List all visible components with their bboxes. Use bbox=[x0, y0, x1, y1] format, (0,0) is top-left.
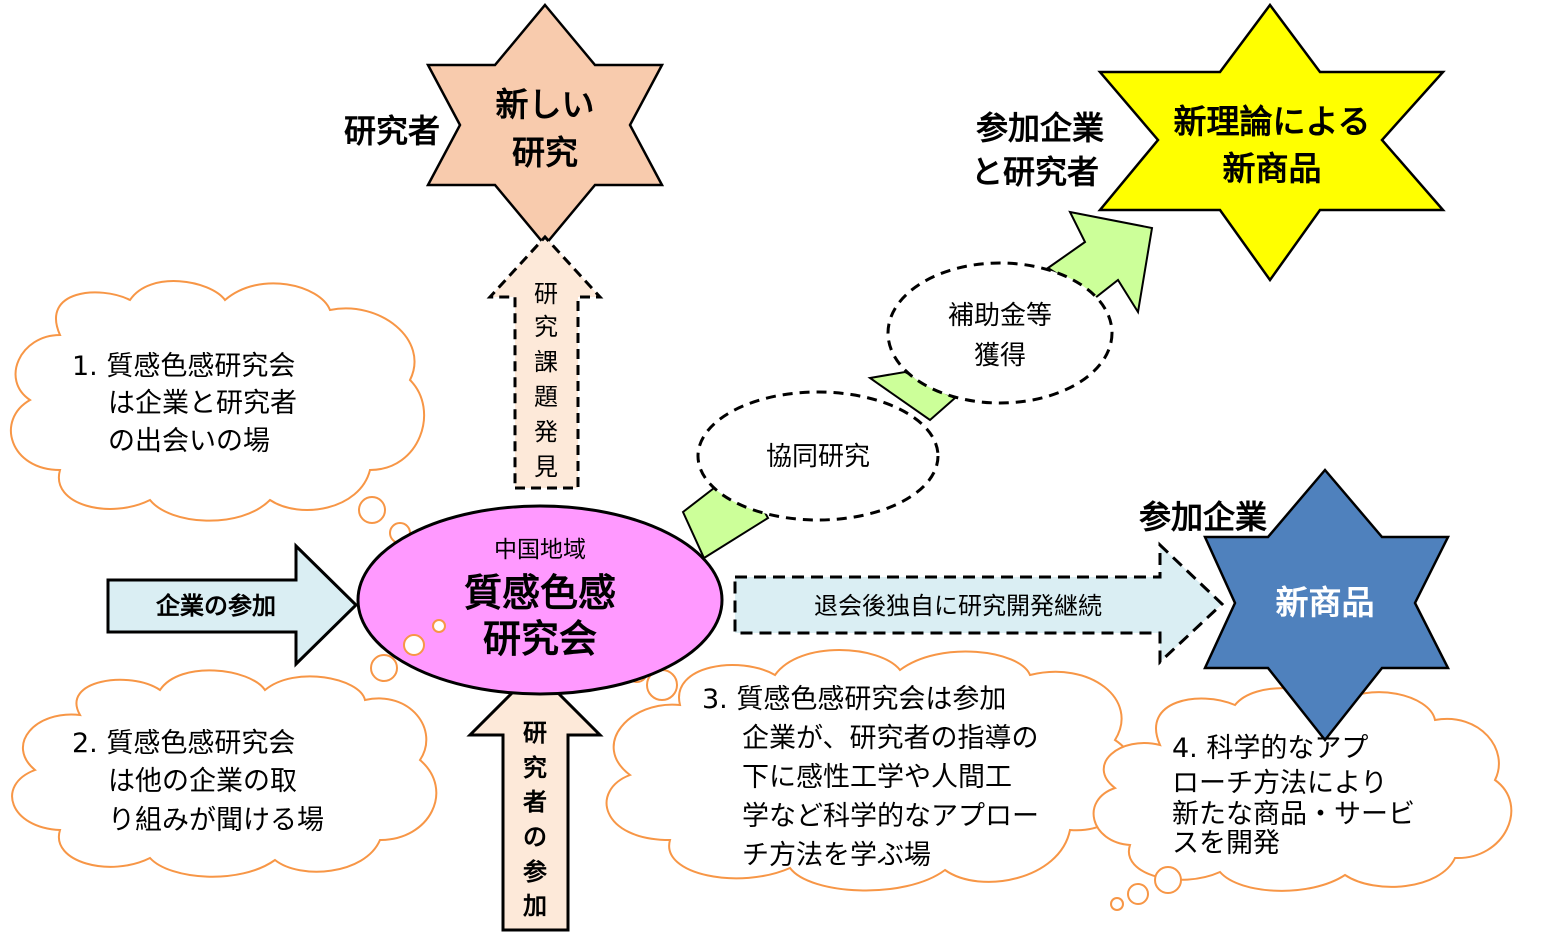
research-topic-char: 発 bbox=[534, 418, 558, 446]
researcher-label: 研究者 bbox=[344, 112, 440, 150]
researcher-join-arrow bbox=[466, 667, 604, 932]
cloud-2-line: り組みが聞ける場 bbox=[108, 805, 324, 836]
researcher-join-text: 研 究 者 の 参 加 bbox=[523, 719, 547, 920]
cloud-4-line: 新たな商品・サービ bbox=[1172, 799, 1415, 830]
researcher-join-char: 者 bbox=[523, 788, 547, 816]
research-topic-char: 課 bbox=[534, 348, 558, 376]
oval-collab-label: 協同研究 bbox=[766, 442, 870, 472]
researcher-join-char: の bbox=[523, 823, 547, 851]
star-new-research-line1: 新しい bbox=[496, 85, 595, 124]
cloud-3-line: チ方法を学ぶ場 bbox=[742, 840, 931, 871]
center-title-line2: 研究会 bbox=[483, 617, 597, 661]
cloud-4 bbox=[1092, 687, 1513, 911]
cloud-3-line: 3. 質感色感研究会は参加 bbox=[702, 684, 1006, 715]
star-new-theory-line2: 新商品 bbox=[1223, 149, 1322, 188]
researcher-join-char: 究 bbox=[523, 754, 547, 782]
company-label: 参加企業 bbox=[1139, 498, 1267, 536]
cloud-4-line: ローチ方法により bbox=[1172, 768, 1387, 799]
independent-arrow bbox=[733, 541, 1225, 666]
star-new-research: 新しい 研究 bbox=[425, 3, 665, 247]
cloud-1-line: の出会いの場 bbox=[108, 426, 270, 457]
cloud-1-line: は企業と研究者 bbox=[108, 388, 297, 419]
cloud-4-line: スを開発 bbox=[1172, 828, 1280, 859]
cloud-2-line: 2. 質感色感研究会 bbox=[72, 728, 295, 759]
bubble bbox=[403, 634, 425, 656]
research-topic-char: 究 bbox=[534, 313, 558, 341]
star-new-research-line2: 研究 bbox=[512, 133, 578, 172]
company-researcher-label-1: 参加企業 bbox=[976, 109, 1104, 147]
cloud-2-text: 2. 質感色感研究会 は他の企業の取 り組みが聞ける場 bbox=[72, 728, 324, 836]
cloud-3-line: 学など科学的なアプロー bbox=[742, 801, 1039, 832]
oval-subsidy-line1: 補助金等 bbox=[948, 301, 1052, 331]
oval-collab: 協同研究 bbox=[696, 390, 940, 522]
cloud-4-line: 4. 科学的なアプ bbox=[1172, 733, 1368, 764]
research-topic-char: 研 bbox=[534, 280, 558, 308]
star-new-theory: 新理論による 新商品 bbox=[1097, 2, 1446, 283]
center-title-line1: 質感色感 bbox=[464, 571, 616, 615]
star-new-product-line1: 新商品 bbox=[1276, 583, 1375, 622]
researcher-join-char: 参 bbox=[523, 858, 547, 886]
oval-subsidy: 補助金等 獲得 bbox=[886, 261, 1114, 405]
researcher-join-char: 研 bbox=[523, 719, 547, 747]
center-region: 中国地域 bbox=[494, 537, 586, 563]
research-topic-arrow bbox=[486, 234, 604, 490]
cloud-4-text: 4. 科学的なアプ ローチ方法により 新たな商品・サービ スを開発 bbox=[1172, 733, 1415, 859]
company-researcher-label-2: と研究者 bbox=[971, 153, 1099, 191]
independent-arrow-label: 退会後独自に研究開発継続 bbox=[814, 592, 1102, 620]
researcher-join-char: 加 bbox=[523, 892, 547, 920]
research-topic-text: 研 究 課 題 発 見 bbox=[534, 280, 558, 481]
star-new-theory-line1: 新理論による bbox=[1173, 102, 1370, 141]
company-join-label: 企業の参加 bbox=[156, 592, 276, 620]
cloud-1-text: 1. 質感色感研究会 は企業と研究者 の出会いの場 bbox=[72, 351, 297, 457]
research-topic-char: 題 bbox=[534, 383, 558, 411]
cloud-3-text: 3. 質感色感研究会は参加 企業が、研究者の指導の 下に感性工学や人間工 学など… bbox=[702, 684, 1039, 871]
center-ellipse: 中国地域 質感色感 研究会 bbox=[356, 504, 724, 696]
company-join-arrow bbox=[106, 542, 359, 668]
cloud-3-line: 下に感性工学や人間工 bbox=[742, 762, 1012, 793]
star-new-product: 新商品 bbox=[1203, 468, 1451, 743]
connector-subsidy-theory bbox=[1046, 210, 1154, 315]
cloud-1-line: 1. 質感色感研究会 bbox=[72, 351, 295, 382]
oval-subsidy-line2: 獲得 bbox=[974, 341, 1026, 371]
bubble bbox=[432, 619, 446, 633]
cloud-3-line: 企業が、研究者の指導の bbox=[742, 723, 1038, 754]
research-topic-char: 見 bbox=[534, 453, 558, 481]
cloud-2-line: は他の企業の取 bbox=[108, 766, 297, 797]
